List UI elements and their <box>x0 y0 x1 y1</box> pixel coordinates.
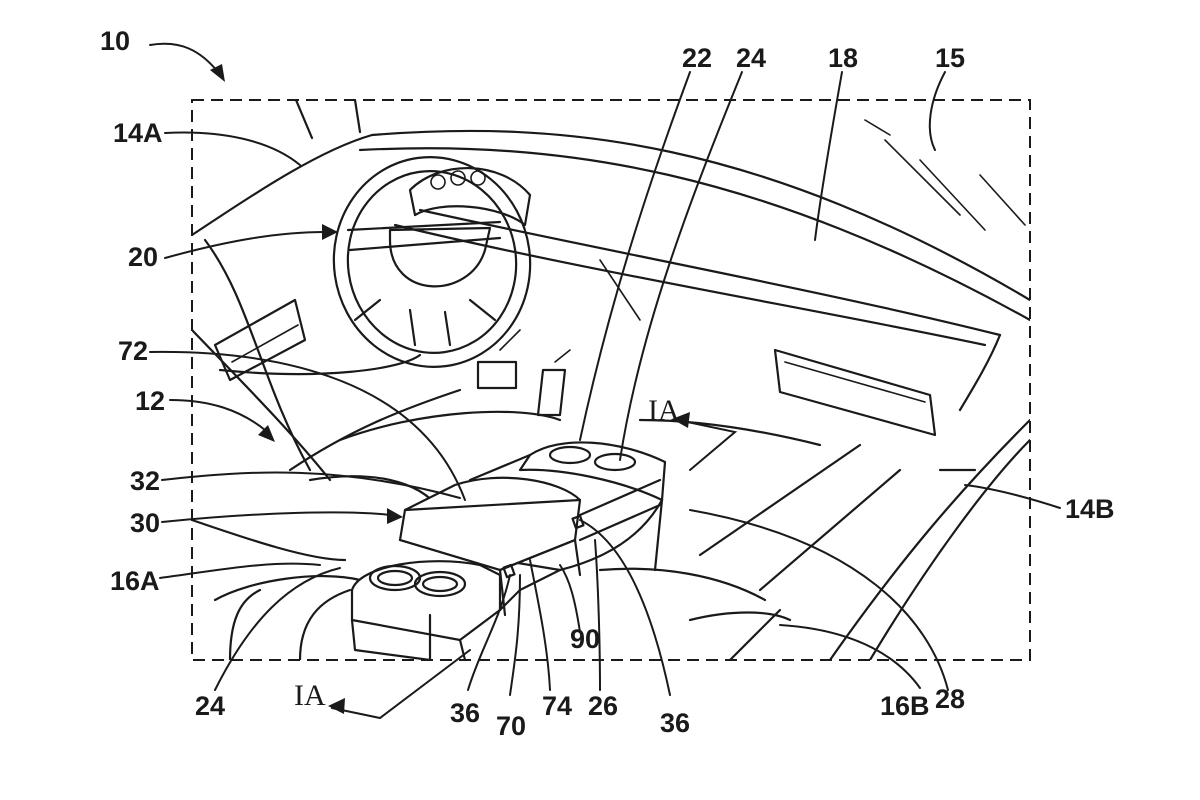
section-IA-top: IA <box>648 394 680 427</box>
label-36-right: 36 <box>660 708 690 738</box>
label-24-bottom: 24 <box>195 691 225 721</box>
label-72: 72 <box>118 336 148 366</box>
label-28: 28 <box>935 684 965 714</box>
label-14B: 14B <box>1065 494 1115 524</box>
leader-lines <box>149 42 1061 720</box>
label-16A: 16A <box>110 566 160 596</box>
label-15: 15 <box>935 43 965 73</box>
section-labels: IA IA <box>294 394 680 712</box>
label-10: 10 <box>100 26 130 56</box>
label-24-top: 24 <box>736 43 766 73</box>
vehicle-interior-drawing <box>192 100 1030 660</box>
label-70: 70 <box>496 711 526 741</box>
label-90: 90 <box>570 624 600 654</box>
label-32: 32 <box>130 466 160 496</box>
label-20: 20 <box>128 242 158 272</box>
label-26: 26 <box>588 691 618 721</box>
label-22: 22 <box>682 43 712 73</box>
section-IA-bottom: IA <box>294 679 326 712</box>
dashed-frame <box>191 99 1031 661</box>
label-12: 12 <box>135 386 165 416</box>
reference-labels: 10 22 24 18 15 14A 20 72 12 32 30 16A 14… <box>100 26 1115 741</box>
label-14A: 14A <box>113 118 163 148</box>
label-18: 18 <box>828 43 858 73</box>
label-74: 74 <box>542 691 572 721</box>
label-16B: 16B <box>880 691 930 721</box>
label-30: 30 <box>130 508 160 538</box>
label-36-left: 36 <box>450 698 480 728</box>
